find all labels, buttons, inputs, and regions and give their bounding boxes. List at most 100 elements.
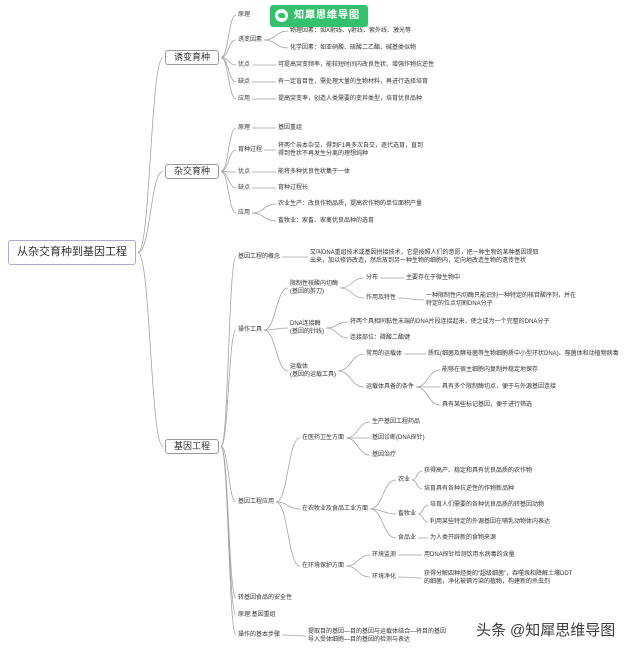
connector-line bbox=[276, 501, 301, 510]
rhino-icon bbox=[275, 9, 288, 22]
tool-nickname: (基因的针线) bbox=[290, 329, 324, 335]
branch-mutation-breeding: 诱变育种 bbox=[165, 50, 220, 65]
topic-environmental-monitoring: 环境监测 bbox=[372, 552, 397, 558]
topic-concept: 基因工程的概念 bbox=[238, 254, 281, 260]
connector-line bbox=[263, 329, 289, 372]
topic-applications: 应用 bbox=[238, 96, 251, 102]
topic-operation-tools: 操作工具 bbox=[238, 327, 263, 333]
connector-line bbox=[415, 369, 441, 388]
topic-basic-steps: 操作的基本步骤 bbox=[238, 632, 281, 638]
leaf-new-food-sources: 为人类开辟新的食物来源 bbox=[430, 535, 497, 541]
connector-line bbox=[264, 327, 289, 331]
leaf-requirement-cut-sites: 具有多个限制酶切点，便于与外源基因连接 bbox=[442, 384, 557, 390]
leaf-common-vectors-text: 质粒(细菌及酵母菌等生物细胞质中小型环状DNA)、噬菌体和动植物病毒 bbox=[428, 351, 619, 357]
text-line: 又叫DNA重组技术或基因拼接技术，它是按照人们的意愿，把一种生物的某种基因提取 bbox=[310, 250, 539, 256]
tool-vector: 运载体 (基因的运载工具) bbox=[290, 363, 336, 379]
connector-line bbox=[275, 437, 301, 503]
connector-line bbox=[337, 370, 365, 388]
leaf-physical-factors: 物理因素：如X射线、γ射线、紫外线、激光等 bbox=[290, 28, 412, 34]
leaf-resistant-crops: 培育具有各种抗逆性的作物新品种 bbox=[424, 486, 515, 492]
topic-medicine-health: 在医药卫生方面 bbox=[302, 435, 345, 441]
connector-line bbox=[220, 256, 237, 447]
topic-breeding-process: 育种过程 bbox=[238, 147, 263, 153]
connector-line bbox=[220, 14, 237, 58]
tool-name: DNA连接酶 bbox=[290, 321, 321, 327]
connector-line bbox=[346, 554, 371, 567]
connector-line bbox=[340, 277, 365, 289]
text-line: 一种限制性内切酶只能识别一种特定的核苷酸序列，并在 bbox=[426, 293, 577, 299]
connector-line bbox=[398, 297, 425, 301]
connector-line bbox=[264, 30, 289, 41]
text-line: 的细菌，净化被镉污染的植物，构建新的杀虫剂 bbox=[424, 579, 551, 585]
topic-advantages: 优点 bbox=[238, 169, 251, 175]
connector-line bbox=[369, 479, 397, 510]
topic-disadvantages: 缺点 bbox=[238, 79, 251, 85]
tool-name: 限制性核酸内切酶 bbox=[290, 281, 339, 287]
connector-line bbox=[340, 287, 365, 299]
topic-food-industry: 食品业 bbox=[398, 535, 417, 541]
root-topic: 从杂交育种到基因工程 bbox=[8, 240, 136, 265]
leaf-basic-steps-text: 提取目的基因—目的基因与运载体结合—将目的基因 导入受体细胞—目的基因的检测与表… bbox=[308, 628, 446, 644]
connector-line bbox=[137, 57, 164, 253]
leaf-purification-text: 获得分解四种烃类的“超级细菌”，吞噬汞和降解土壤DDT 的细菌，净化被镉污染的植… bbox=[424, 570, 572, 586]
connector-line bbox=[346, 565, 371, 578]
tool-nickname: (基因的剪刀) bbox=[290, 289, 324, 295]
leaf-monitoring-text: 用DNA探针检测饮用水病毒的含量 bbox=[424, 552, 515, 558]
leaf-high-yield-crops: 获得高产、稳定和具有优良品质的农作物 bbox=[424, 468, 533, 474]
leaf-concept-text: 又叫DNA重组技术或基因拼接技术，它是按照人们的意愿，把一种生物的某种基因提取 … bbox=[310, 249, 539, 265]
topic-applications: 应用 bbox=[238, 210, 251, 216]
connector-line bbox=[398, 576, 423, 579]
leaf-transgenic-animals: 培育人们需要的各种优良品质的转基因动物 bbox=[430, 502, 545, 508]
connector-line bbox=[264, 39, 289, 49]
tool-restriction-enzyme: 限制性核酸内切酶 (基因的剪刀) bbox=[290, 280, 338, 296]
connector-line bbox=[137, 171, 164, 253]
watermark: 头条@知犀思维导图 bbox=[476, 622, 615, 640]
connector-line bbox=[369, 508, 397, 539]
leaf-advantages-text: 能将多种优良性状集于一体 bbox=[278, 169, 351, 175]
connector-line bbox=[411, 470, 423, 481]
topic-principle: 原理 bbox=[238, 125, 251, 131]
connector-line bbox=[345, 421, 371, 439]
connector-line bbox=[417, 504, 429, 515]
leaf-applications-text: 提高突变率，创造人类需要的变异类型，培育优良品种 bbox=[278, 96, 423, 102]
topic-common-vectors: 常用的运载体 bbox=[366, 351, 403, 357]
leaf-ligase-site: 连接部位：磷酸二酯键 bbox=[350, 335, 411, 341]
connector-line bbox=[417, 513, 429, 523]
branch-genetic-engineering: 基因工程 bbox=[165, 439, 220, 454]
leaf-disadvantages-text: 有一定盲目性，需处理大量的生物材料，再进行选择培育 bbox=[278, 79, 429, 85]
text-line: 导入受体细胞—目的基因的检测与表达 bbox=[308, 637, 411, 643]
leaf-chemical-factors: 化学因素：如亚硝酸、硫酸二乙酯、碱基类似物 bbox=[290, 45, 417, 51]
topic-mutagenic-factors: 诱变因素 bbox=[238, 37, 263, 43]
leaf-agriculture-application: 农业生产：改良作物品质，提高农作物的单位面积产量 bbox=[278, 201, 423, 207]
leaf-distribution-text: 主要存在于微生物中 bbox=[406, 275, 461, 281]
leaf-disadvantages-text: 育种过程长 bbox=[278, 185, 309, 191]
connector-line bbox=[220, 171, 237, 214]
text-line: 出来，加以修饰改造，然后放到另一种生物的细胞内，定向地改造生物的遗传性状 bbox=[310, 258, 527, 264]
connector-line bbox=[415, 386, 441, 406]
leaf-gene-diagnosis: 基因诊断(DNA探针) bbox=[372, 435, 425, 441]
leaf-gene-therapy: 基因治疗 bbox=[372, 452, 397, 458]
text-line: 获得分解四种烃类的“超级细菌”，吞噬汞和降解土壤DDT bbox=[424, 571, 573, 577]
leaf-requirement-marker-genes: 具有某些标记基因，便于进行筛选 bbox=[442, 402, 533, 408]
leaf-principle-text: 基因重组 bbox=[278, 125, 303, 131]
text-line: 得到性状不再发生分离的理想纯种 bbox=[278, 151, 369, 157]
connector-line bbox=[275, 501, 301, 567]
zhixi-logo: 知犀思维导图 bbox=[270, 5, 368, 27]
connector-line bbox=[220, 446, 237, 636]
leaf-ligase-function: 将两个具相同黏性末端的DNA片段连接起来，使之成为一个完整的DNA分子 bbox=[350, 319, 550, 325]
leaf-mammal-expression: 利用某些特定的外源基因在哺乳动物体内表达 bbox=[430, 519, 551, 525]
topic-function-and-properties: 作用及特性 bbox=[366, 295, 397, 301]
leaf-husbandry-application: 畜牧业：家畜、家禽优良品种的选育 bbox=[278, 218, 375, 224]
leaf-gene-drugs: 生产基因工程药品 bbox=[372, 419, 421, 425]
connector-line bbox=[325, 321, 349, 329]
branch-crossbreeding: 杂交育种 bbox=[165, 164, 220, 179]
logo-name: 知犀思维导图 bbox=[294, 10, 360, 21]
topic-environmental-purification: 环境净化 bbox=[372, 574, 397, 580]
connector-line bbox=[252, 203, 277, 214]
topic-gm-food-safety: 转基因食品的安全性 bbox=[238, 595, 293, 601]
connector-line bbox=[220, 57, 237, 100]
text-line: 提取目的基因—目的基因与运载体结合—将目的基因 bbox=[308, 629, 447, 635]
connector-line bbox=[282, 634, 307, 637]
topic-agriculture: 农业 bbox=[398, 477, 411, 483]
